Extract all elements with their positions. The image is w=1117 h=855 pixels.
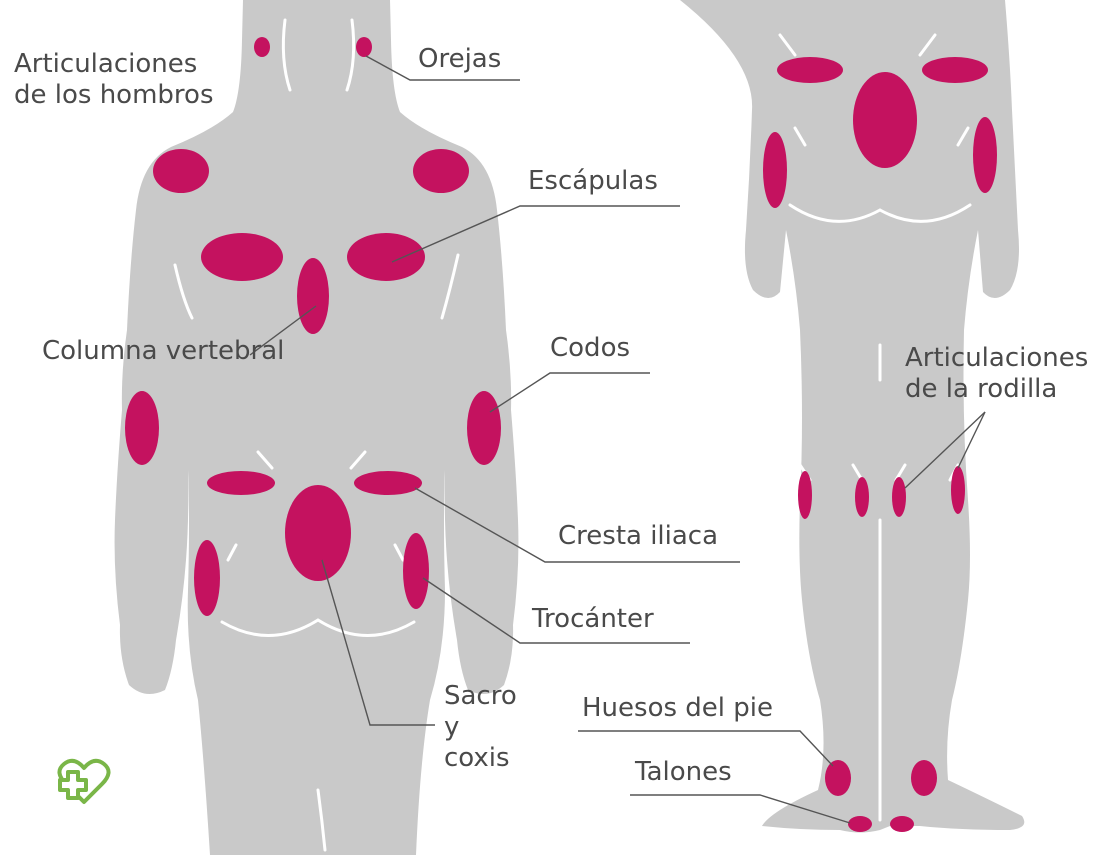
spot-knee-3	[892, 477, 906, 517]
spot-iliac-left	[207, 471, 275, 495]
spot-hip-top-right	[922, 57, 988, 83]
label-escapulas: Escápulas	[528, 166, 658, 197]
spot-knee-1	[798, 471, 812, 519]
label-huesos-pie: Huesos del pie	[582, 693, 773, 724]
spot-foot-right	[911, 760, 937, 796]
spot-knee-2	[855, 477, 869, 517]
spot-coccyx	[853, 72, 917, 168]
label-trocanter: Trocánter	[532, 604, 654, 635]
spot-foot-left	[825, 760, 851, 796]
spot-hip-side-right	[973, 117, 997, 193]
spot-shoulder-left	[153, 149, 209, 193]
spot-sacrum	[285, 485, 351, 581]
heart-cross-icon	[59, 761, 108, 802]
spot-trochanter-right	[403, 533, 429, 609]
spot-iliac-right	[354, 471, 422, 495]
spot-heel-right	[890, 816, 914, 832]
spot-ear-right	[356, 37, 372, 57]
spot-hip-top-left	[777, 57, 843, 83]
spot-scapula-right	[347, 233, 425, 281]
label-columna-vertebral: Columna vertebral	[42, 336, 284, 367]
spot-spine	[297, 258, 329, 334]
logo-cross	[60, 772, 86, 798]
spot-ear-left	[254, 37, 270, 57]
spot-knee-4	[951, 466, 965, 514]
label-talones: Talones	[635, 757, 732, 788]
label-codos: Codos	[550, 333, 630, 364]
spot-elbow-left	[125, 391, 159, 465]
spot-hip-side-left	[763, 132, 787, 208]
leader-codos	[490, 373, 650, 412]
spot-trochanter-left	[194, 540, 220, 616]
spot-shoulder-right	[413, 149, 469, 193]
spot-elbow-right	[467, 391, 501, 465]
spot-heel-left	[848, 816, 872, 832]
label-orejas: Orejas	[418, 44, 501, 75]
label-cresta-iliaca: Cresta iliaca	[558, 521, 718, 552]
spot-scapula-left	[201, 233, 283, 281]
